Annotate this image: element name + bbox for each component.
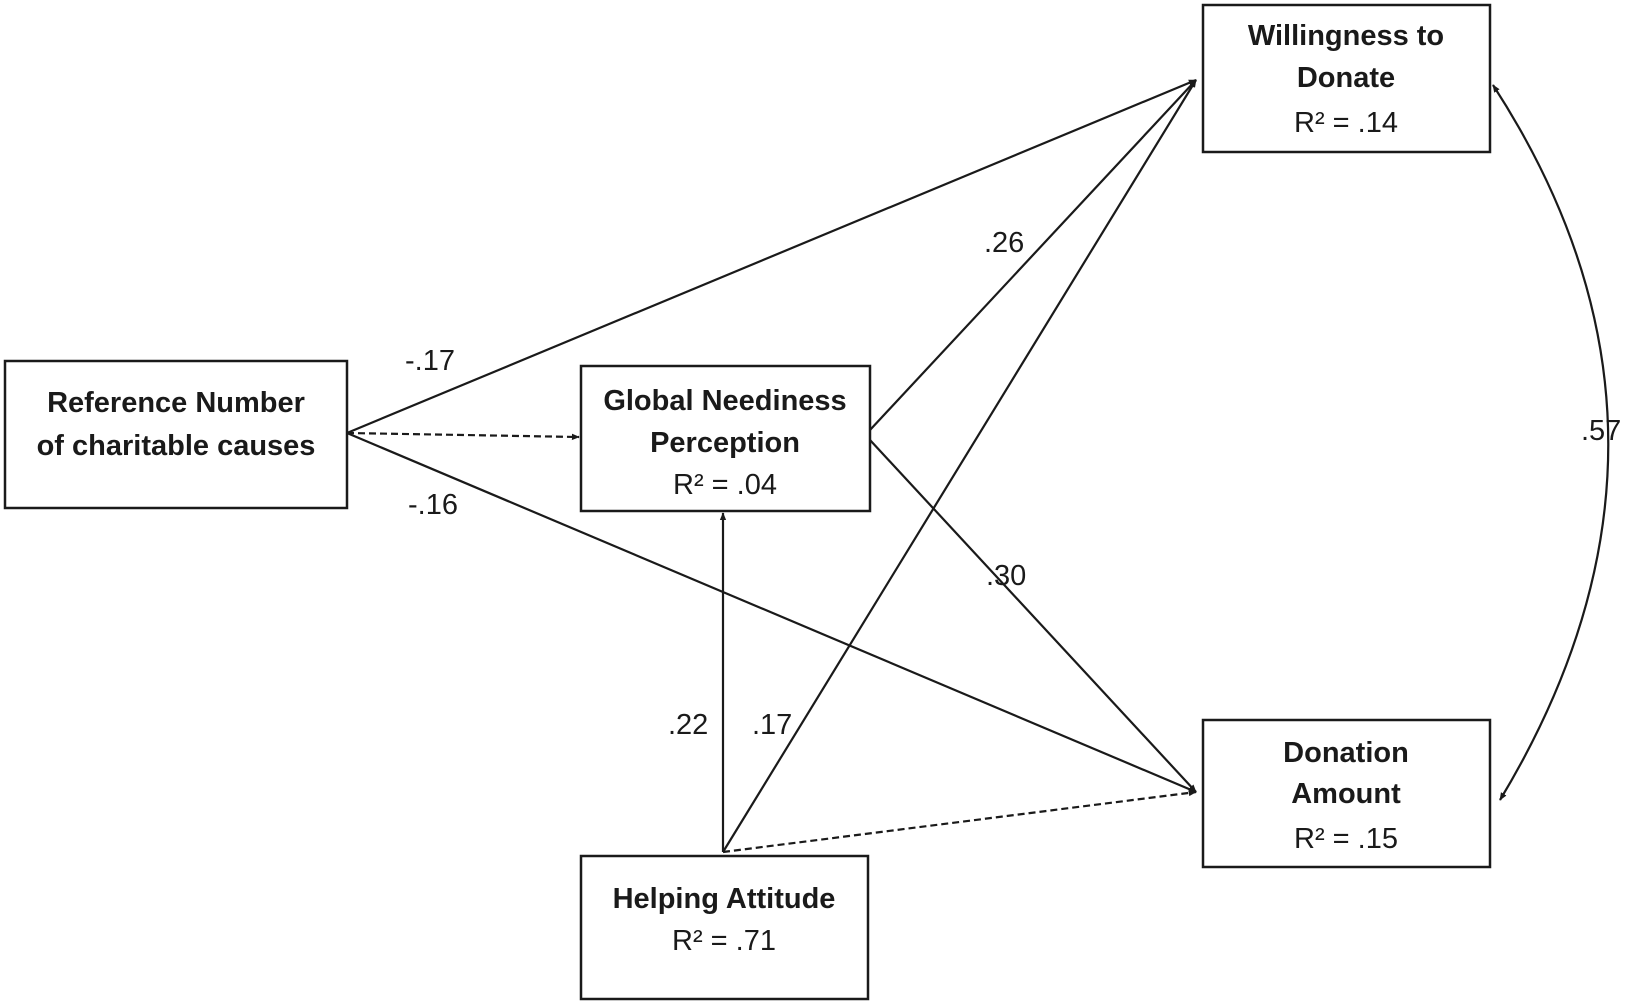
- coef-neediness-willingness: .26: [984, 227, 1024, 259]
- node-global-neediness: Global Neediness Perception R² = .04: [579, 364, 872, 513]
- path-neediness-to-willingness: [869, 79, 1197, 431]
- node-neediness-r2: R² = .04: [673, 469, 777, 501]
- node-donation-amount: Donation Amount R² = .15: [1201, 718, 1492, 869]
- node-donation-title-line1: Donation: [1283, 737, 1409, 769]
- path-helping-to-donation: [722, 789, 1197, 854]
- path-reference-to-neediness: [346, 431, 580, 441]
- node-helping-title: Helping Attitude: [613, 883, 836, 915]
- coef-neediness-donation: .30: [986, 560, 1026, 592]
- path-willingness-donation-correlation: [1492, 84, 1610, 801]
- path-reference-to-donation: [346, 431, 1197, 794]
- path-reference-to-willingness: [346, 78, 1197, 435]
- node-neediness-title-line1: Global Neediness: [603, 385, 846, 417]
- node-reference-number: Reference Number of charitable causes: [3, 359, 349, 510]
- path-helping-to-willingness: [722, 79, 1197, 853]
- node-reference-title-line1: Reference Number: [47, 387, 305, 419]
- coef-reference-willingness: -.17: [405, 345, 455, 377]
- node-helping-attitude: Helping Attitude R² = .71: [579, 854, 870, 1001]
- node-helping-r2: R² = .71: [672, 925, 776, 957]
- node-donation-title-line2: Amount: [1291, 778, 1401, 810]
- node-donation-r2: R² = .15: [1294, 823, 1398, 855]
- path-neediness-to-donation: [869, 439, 1197, 793]
- node-reference-title-line2: of charitable causes: [37, 430, 316, 462]
- node-willingness-to-donate: Willingness to Donate R² = .14: [1201, 3, 1492, 154]
- node-willingness-r2: R² = .14: [1294, 107, 1398, 139]
- node-willingness-title-line2: Donate: [1297, 62, 1395, 94]
- coef-helping-willingness: .17: [752, 709, 792, 741]
- coef-reference-donation: -.16: [408, 489, 458, 521]
- coef-willingness-donation: .57: [1581, 415, 1621, 447]
- node-willingness-title-line1: Willingness to: [1248, 20, 1444, 52]
- node-neediness-title-line2: Perception: [650, 427, 800, 459]
- coef-helping-neediness: .22: [668, 709, 708, 741]
